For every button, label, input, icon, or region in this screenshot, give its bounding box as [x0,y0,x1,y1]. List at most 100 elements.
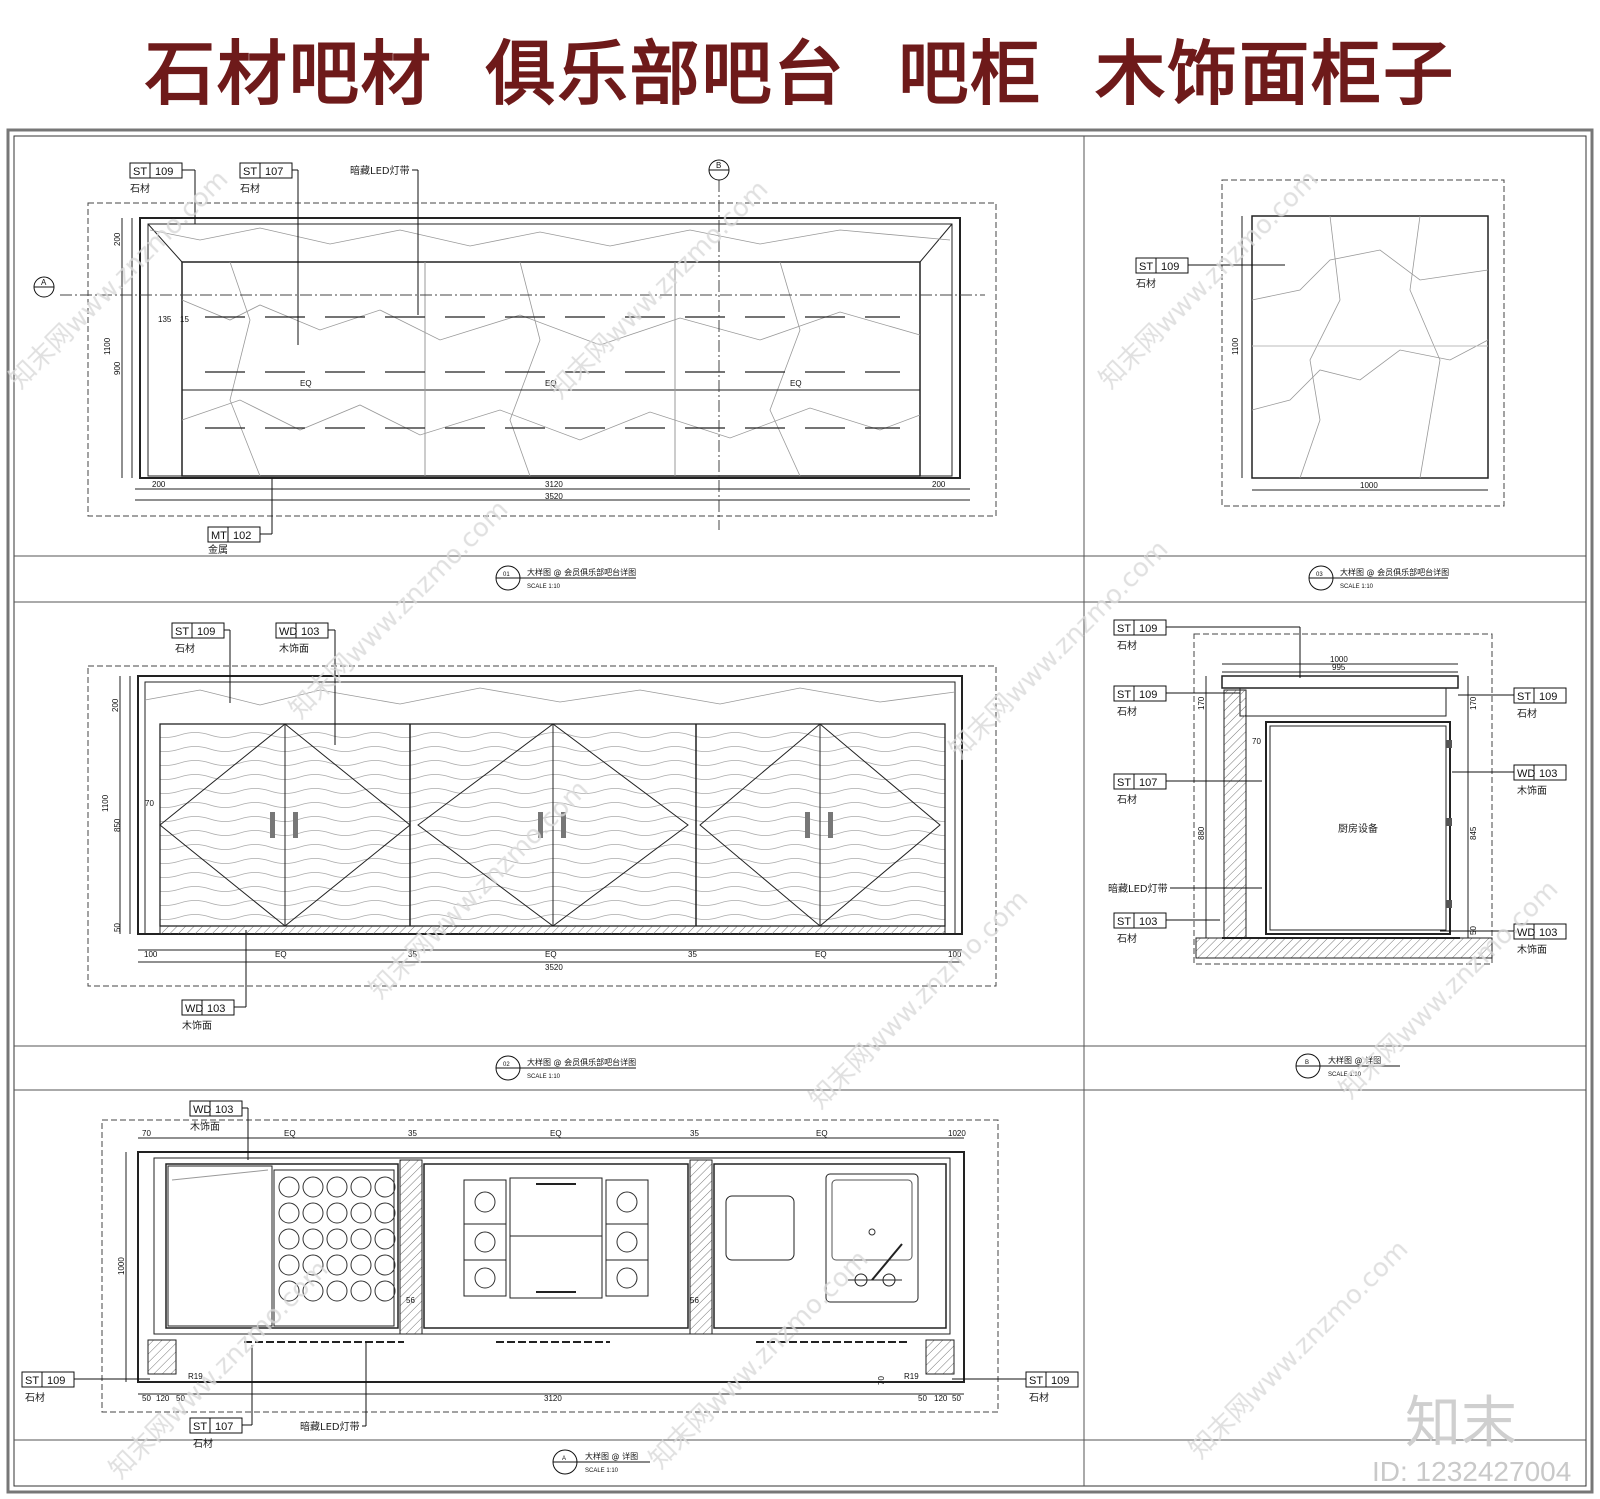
tag-wd103-pb-bottom: WD 103 木饰面 [1440,923,1567,956]
dim-35-p02-2: 35 [688,950,697,959]
dim-3520-p02: 3520 [545,963,563,972]
dim-3520: 3520 [545,492,563,501]
tag-wd103-pa: WD 103 木饰面 [189,1100,249,1160]
dim-50-p02: 50 [113,923,122,932]
dim-1000-p03: 1000 [1360,481,1378,490]
dim-35-p02-1: 35 [408,950,417,959]
svg-text:A: A [41,278,47,287]
dim-eq-2: EQ [545,379,557,388]
dim-eq-p02-2: EQ [545,950,557,959]
page-title: 石材吧材 俱乐部吧台 吧柜 木饰面柜子 [144,33,1456,115]
dim-eq-pa-1: EQ [284,1129,296,1138]
svg-text:石材: 石材 [175,642,195,655]
note-led-pa: 暗藏LED灯带 [300,1342,367,1433]
dim-200-vert: 200 [113,232,122,246]
svg-text:109: 109 [47,1375,65,1387]
svg-text:SCALE 1:10: SCALE 1:10 [1340,584,1374,590]
dim-845-pb: 845 [1469,826,1478,840]
svg-text:103: 103 [1139,916,1157,928]
svg-text:石材: 石材 [1117,705,1137,718]
caption-03: 03 大样图 @ 会员俱乐部吧台详图 SCALE 1:10 [1308,565,1449,591]
dim-3120-pa: 3120 [544,1394,562,1403]
dim-1100-vert: 1100 [103,337,112,355]
dim-1000-pb: 1000 [1330,655,1348,664]
svg-text:102: 102 [233,530,251,542]
svg-text:WD: WD [193,1104,211,1116]
svg-text:暗藏LED灯带: 暗藏LED灯带 [300,1420,360,1433]
sink-unit [725,1173,919,1303]
dim-50-pa-right: 50 [918,1394,927,1403]
dim-200-right: 200 [932,480,946,489]
svg-text:暗藏LED灯带: 暗藏LED灯带 [1108,882,1168,895]
svg-text:大样图 @ 会员俱乐部吧台详图: 大样图 @ 会员俱乐部吧台详图 [527,1057,636,1067]
svg-text:木饰面: 木饰面 [182,1019,212,1032]
caption-01: 01 大样图 @ 会员俱乐部吧台详图 SCALE 1:10 [495,565,636,591]
tag-st109-pa-right: ST 109 石材 [952,1371,1079,1404]
dim-200-p02: 200 [111,698,120,712]
dim-eq-1: EQ [300,379,312,388]
svg-text:01: 01 [503,572,510,578]
svg-text:大样图 @ 详图: 大样图 @ 详图 [1328,1055,1381,1065]
svg-text:石材: 石材 [1117,793,1137,806]
svg-text:ST: ST [243,166,257,178]
panel-02-front-elevation: 100 EQ 35 EQ 35 EQ 100 3520 200 1100 850… [87,622,997,1032]
caption-a: A 大样图 @ 详图 SCALE 1:10 [552,1449,650,1475]
dim-850-p02: 850 [113,818,122,832]
svg-text:SCALE 1:10: SCALE 1:10 [585,1468,619,1474]
dim-120-pa-right: 120 [934,1394,948,1403]
svg-text:WD: WD [279,626,297,638]
svg-text:WD: WD [1517,927,1535,939]
svg-text:B: B [716,161,721,170]
svg-text:ST: ST [193,1421,207,1433]
tag-mt102-p01: MT 102 金属 [207,478,273,556]
svg-text:109: 109 [1139,623,1157,635]
svg-text:石材: 石材 [1117,639,1137,652]
dim-50-pa-left2: 50 [176,1394,185,1403]
svg-text:109: 109 [1139,689,1157,701]
sheet-inner-frame [13,135,1587,1487]
section-marker-b: B [708,159,730,181]
dim-50-pa-right2: 50 [952,1394,961,1403]
dim-170-pb-right: 170 [1469,696,1478,710]
svg-text:ST: ST [1117,916,1131,928]
svg-text:金属: 金属 [208,543,228,556]
svg-text:107: 107 [215,1421,233,1433]
svg-text:石材: 石材 [130,182,150,195]
panel-01-elevation: 200 3120 3520 200 EQ EQ EQ 135 15 200 11… [33,159,997,556]
tag-st103-pb: ST 103 石材 [1113,912,1220,945]
tag-st107-pa: ST 107 石材 [189,1345,253,1450]
tag-st109-pb-right: ST 109 石材 [1458,687,1567,720]
svg-text:暗藏LED灯带: 暗藏LED灯带 [350,164,410,177]
tag-wd103-pb-right: WD 103 木饰面 [1452,764,1567,797]
svg-text:A: A [562,1456,566,1462]
svg-text:B: B [1305,1060,1309,1066]
svg-text:103: 103 [1539,768,1557,780]
dim-200-left: 200 [152,480,166,489]
panel-b-section: 厨房设备 1000 995 170 880 70 170 845 50 ST 1… [1108,619,1567,965]
svg-text:ST: ST [1029,1375,1043,1387]
panel-03-side-elevation: 1000 1100 ST 109 石材 [1135,179,1505,507]
dim-100-left-p02: 100 [144,950,158,959]
cooktop-unit [463,1177,649,1299]
brand-watermark: 知末 [1405,1391,1517,1456]
svg-text:大样图 @ 详图: 大样图 @ 详图 [585,1451,638,1461]
svg-text:ST: ST [175,626,189,638]
note-led-p01: 暗藏LED灯带 [350,164,419,315]
svg-text:SCALE 1:10: SCALE 1:10 [1328,1072,1362,1078]
svg-text:石材: 石材 [1136,277,1156,290]
dim-35-pa-1: 35 [408,1129,417,1138]
note-led-pb: 暗藏LED灯带 [1108,882,1262,895]
caption-02: 02 大样图 @ 会员俱乐部吧台详图 SCALE 1:10 [495,1055,636,1081]
dim-170-pb-left: 170 [1197,696,1206,710]
svg-text:石材: 石材 [1029,1391,1049,1404]
dim-70-p02: 70 [145,799,154,808]
svg-text:WD: WD [1517,768,1535,780]
dim-1100-p02: 1100 [101,794,110,812]
svg-text:石材: 石材 [1517,707,1537,720]
svg-text:石材: 石材 [1117,932,1137,945]
dim-880-pb: 880 [1197,826,1206,840]
tag-st109-p01: ST 109 石材 [129,162,196,224]
dim-eq-p02-3: EQ [815,950,827,959]
svg-text:SCALE 1:10: SCALE 1:10 [527,584,561,590]
